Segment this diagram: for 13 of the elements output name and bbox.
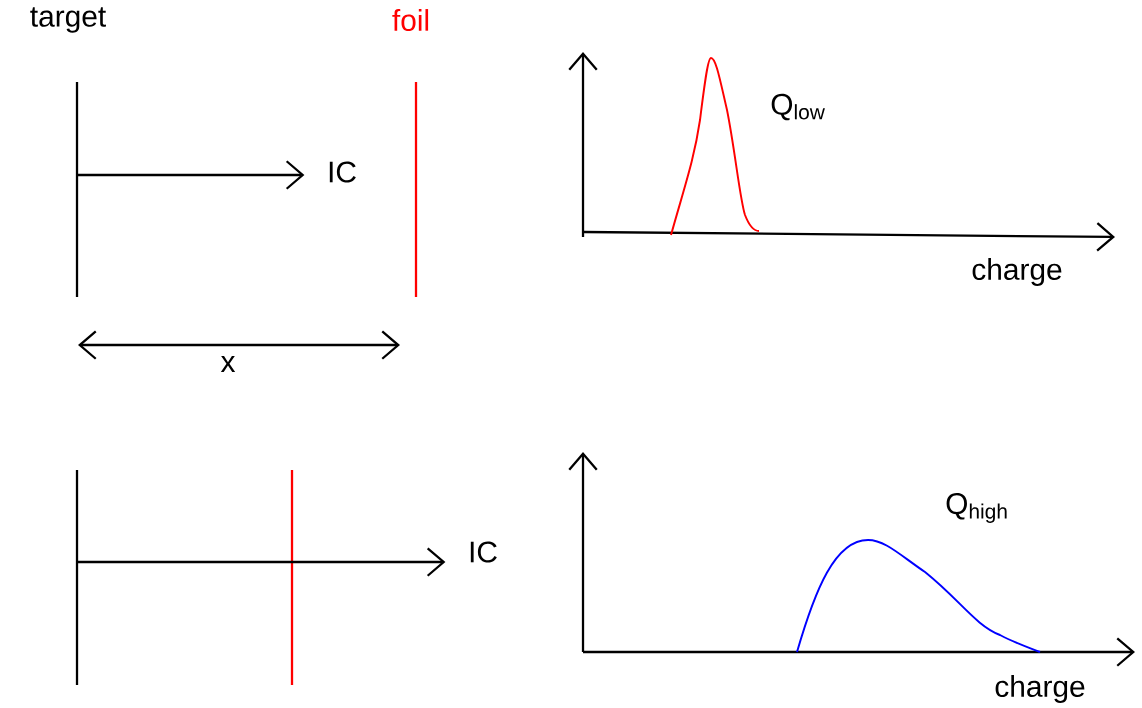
beam-label: IC (470, 541, 497, 563)
plate-line (75, 468, 79, 687)
dimension-label: x (220, 356, 236, 372)
curve-label: Q$_{low}$ (771, 93, 825, 121)
curve-label: Q$_{high}$ (946, 493, 1007, 523)
axis-label: charge (995, 675, 1085, 703)
plate-label: target (30, 7, 106, 33)
foil-line (290, 468, 294, 687)
arrow (77, 547, 446, 577)
arrow (77, 160, 305, 190)
axis-label: charge (972, 258, 1062, 286)
plate-label: foil (392, 9, 429, 31)
beam-label: IC (329, 161, 356, 183)
